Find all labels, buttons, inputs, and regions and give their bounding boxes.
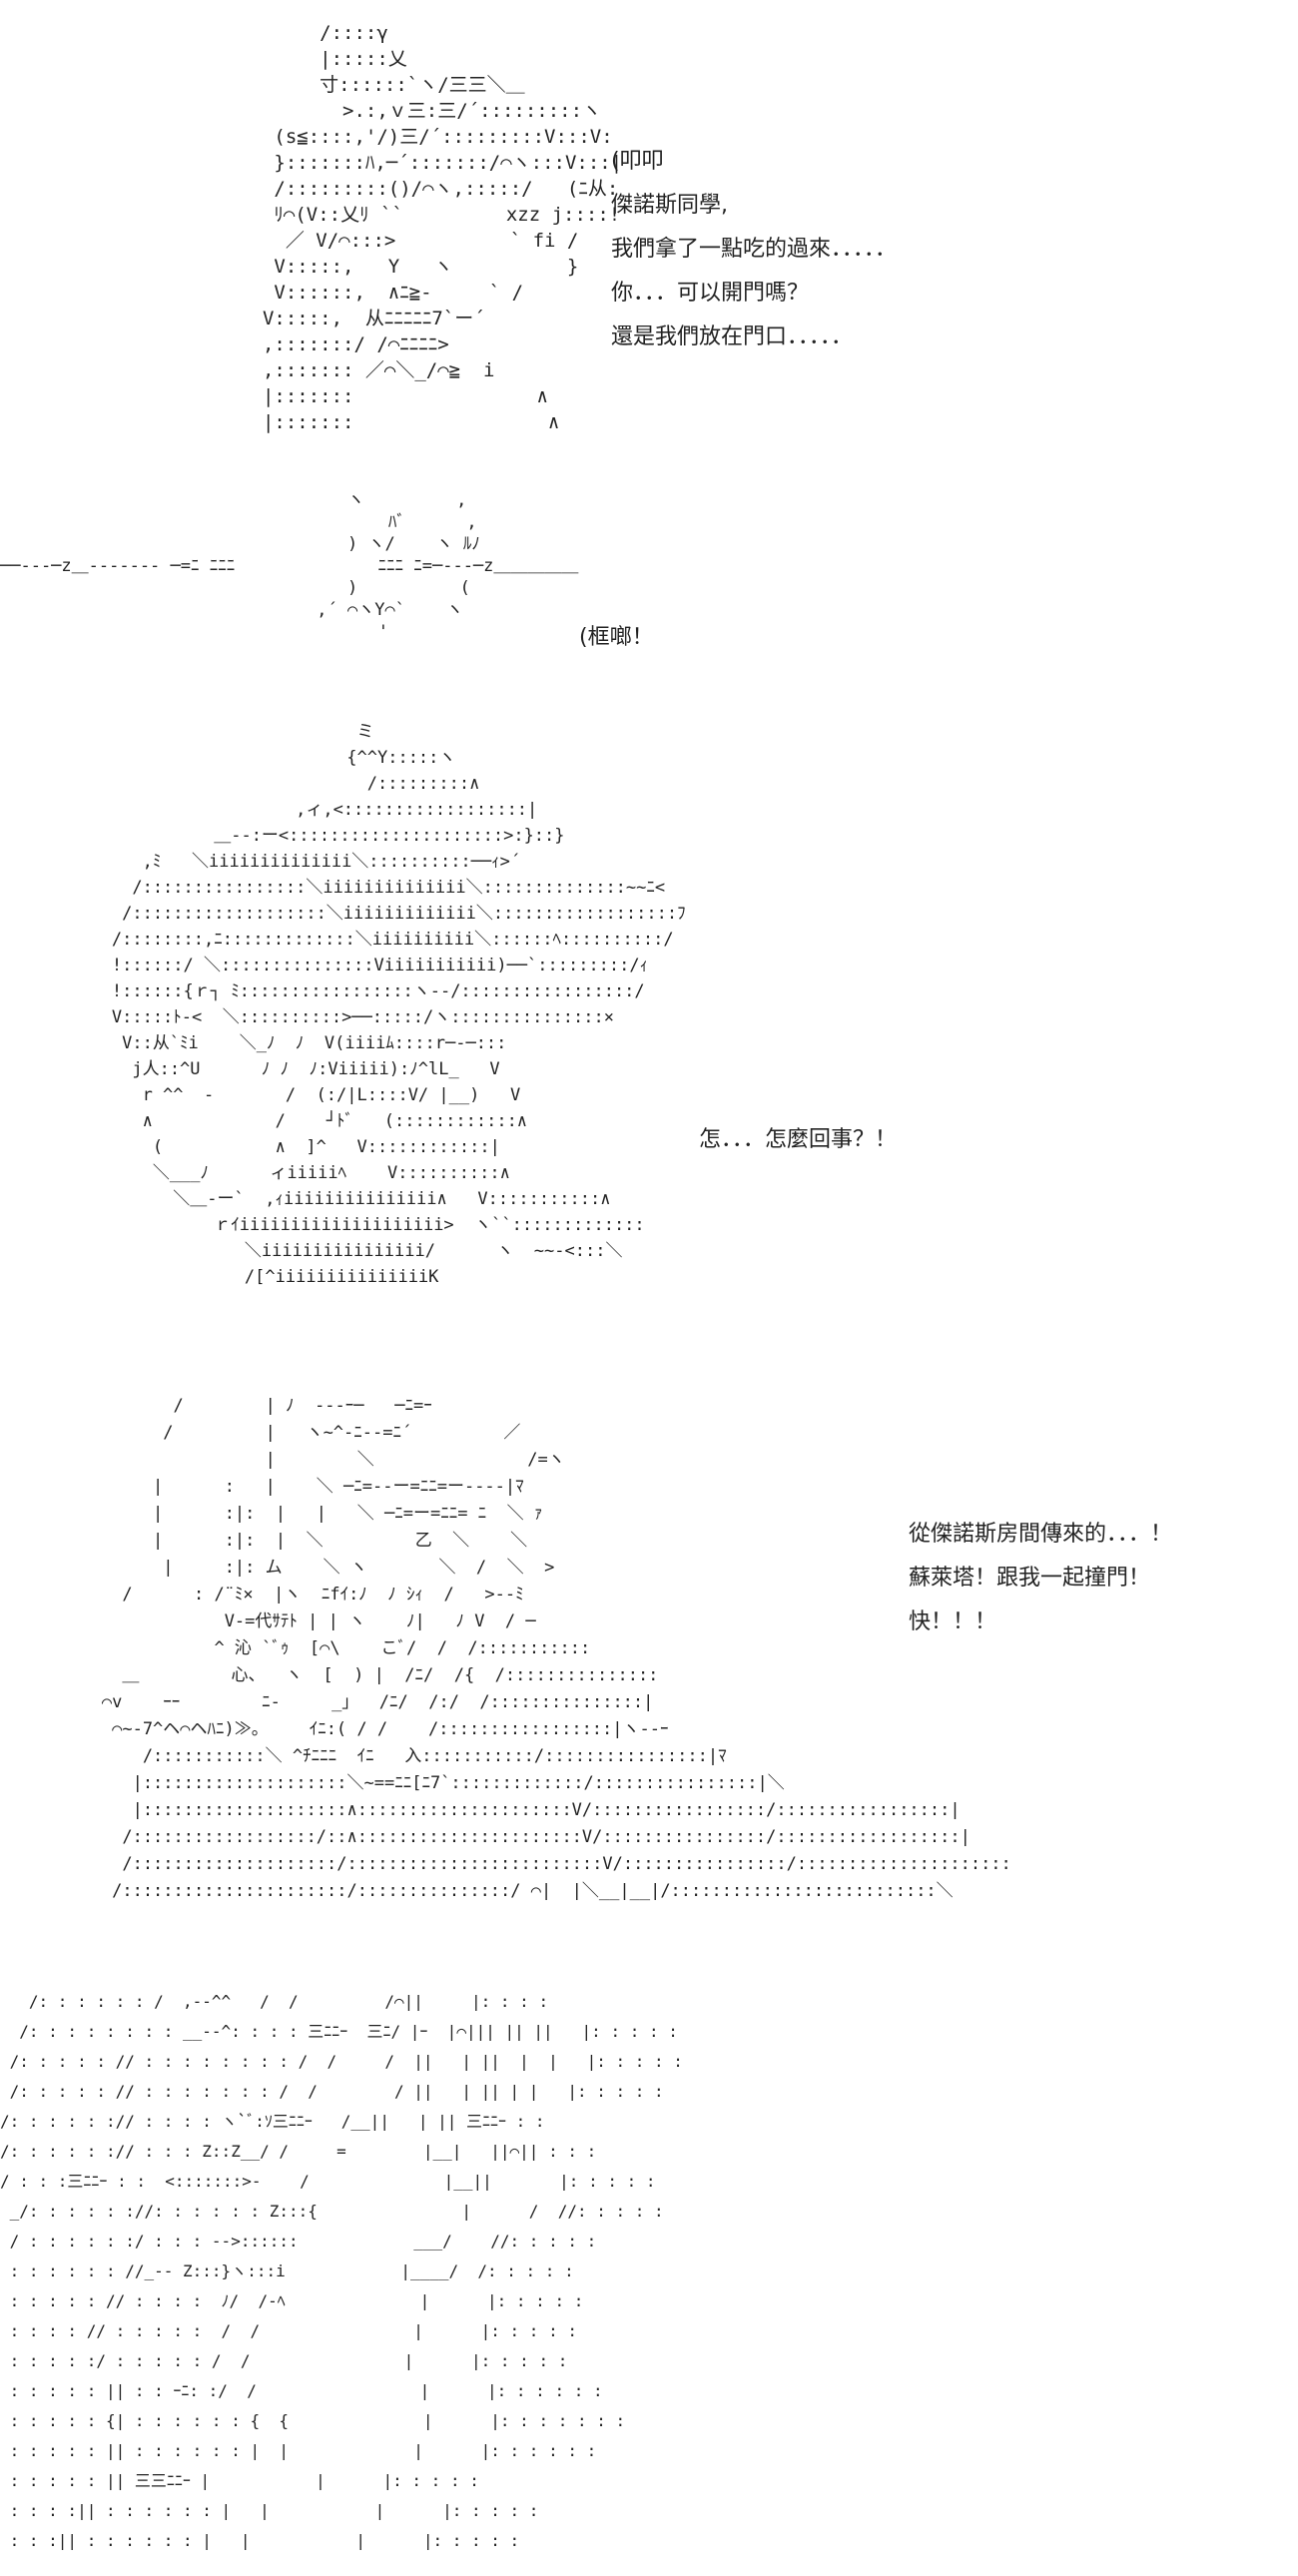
dialog-line: 你．．．可以開門嗎？ (611, 281, 810, 306)
dialog-line: 從傑諾斯房間傳來的．．．！ (909, 1522, 1173, 1547)
panel-surprised: ミ {^^Y:::::ヽ /:::::::::∧ ,ィ,<:::::::::::… (0, 699, 1298, 1378)
dialog-line: 還是我們放在門口．．．．． (611, 324, 854, 349)
dialog-line: (叩叩 (611, 149, 664, 174)
ascii-art-crash-effect: ヽ , ﾊﾞ , ) ヽ/ ヽ ﾙﾉ ──---─z＿------- ─=ﾆ ﾆ… (0, 490, 579, 642)
panel-break-door: / | ﾉ ---ｰ─ ─ﾆ=ｰ / | ヽ~^-ﾆ--=ﾆ´ ／ | ＼ /=… (0, 1383, 1298, 1972)
dialog-surprised: 怎．．．怎麼回事？！ (699, 1118, 897, 1162)
ascii-art-girl-knocking: /::::γ |:::::乂 寸::::::`ヽ/三三＼＿ >.:,ｖ三:三/´… (262, 22, 623, 433)
panel-door-smash: /: : : : : : / ,--^^ / / /⌒|| |: : : : /… (0, 1977, 1298, 2576)
dialog-line: 怎．．．怎麼回事？！ (699, 1127, 898, 1152)
sound-effect: (框啷！ (579, 625, 654, 650)
ascii-art-surprised-character: ミ {^^Y:::::ヽ /:::::::::∧ ,ィ,<:::::::::::… (111, 722, 686, 1287)
dialog-line: 我們拿了一點吃的過來．．．．． (611, 237, 898, 262)
dialog-line: 蘇萊塔！跟我一起撞門！ (909, 1566, 1151, 1591)
ascii-art-door-smash: /: : : : : : / ,--^^ / / /⌒|| |: : : : /… (0, 1992, 683, 2550)
dialog-break-door: 從傑諾斯房間傳來的．．．！ 蘇萊塔！跟我一起撞門！ 快！！！ (909, 1513, 1172, 1644)
panel-knocking: /::::γ |:::::乂 寸::::::`ヽ/三三＼＿ >.:,ｖ三:三/´… (0, 0, 1298, 469)
panel-crash: ヽ , ﾊﾞ , ) ヽ/ ヽ ﾙﾉ ──---─z＿------- ─=ﾆ ﾆ… (0, 469, 1298, 699)
ascii-art-characters-rushing: / | ﾉ ---ｰ─ ─ﾆ=ｰ / | ヽ~^-ﾆ--=ﾆ´ ／ | ＼ /=… (101, 1396, 1011, 1901)
dialog-line: 快！！！ (909, 1610, 997, 1634)
dialog-knocking: (叩叩 傑諾斯同學, 我們拿了一點吃的過來．．．．． 你．．．可以開門嗎？ 還是… (611, 140, 897, 359)
dialog-line: 傑諾斯同學, (611, 193, 728, 218)
